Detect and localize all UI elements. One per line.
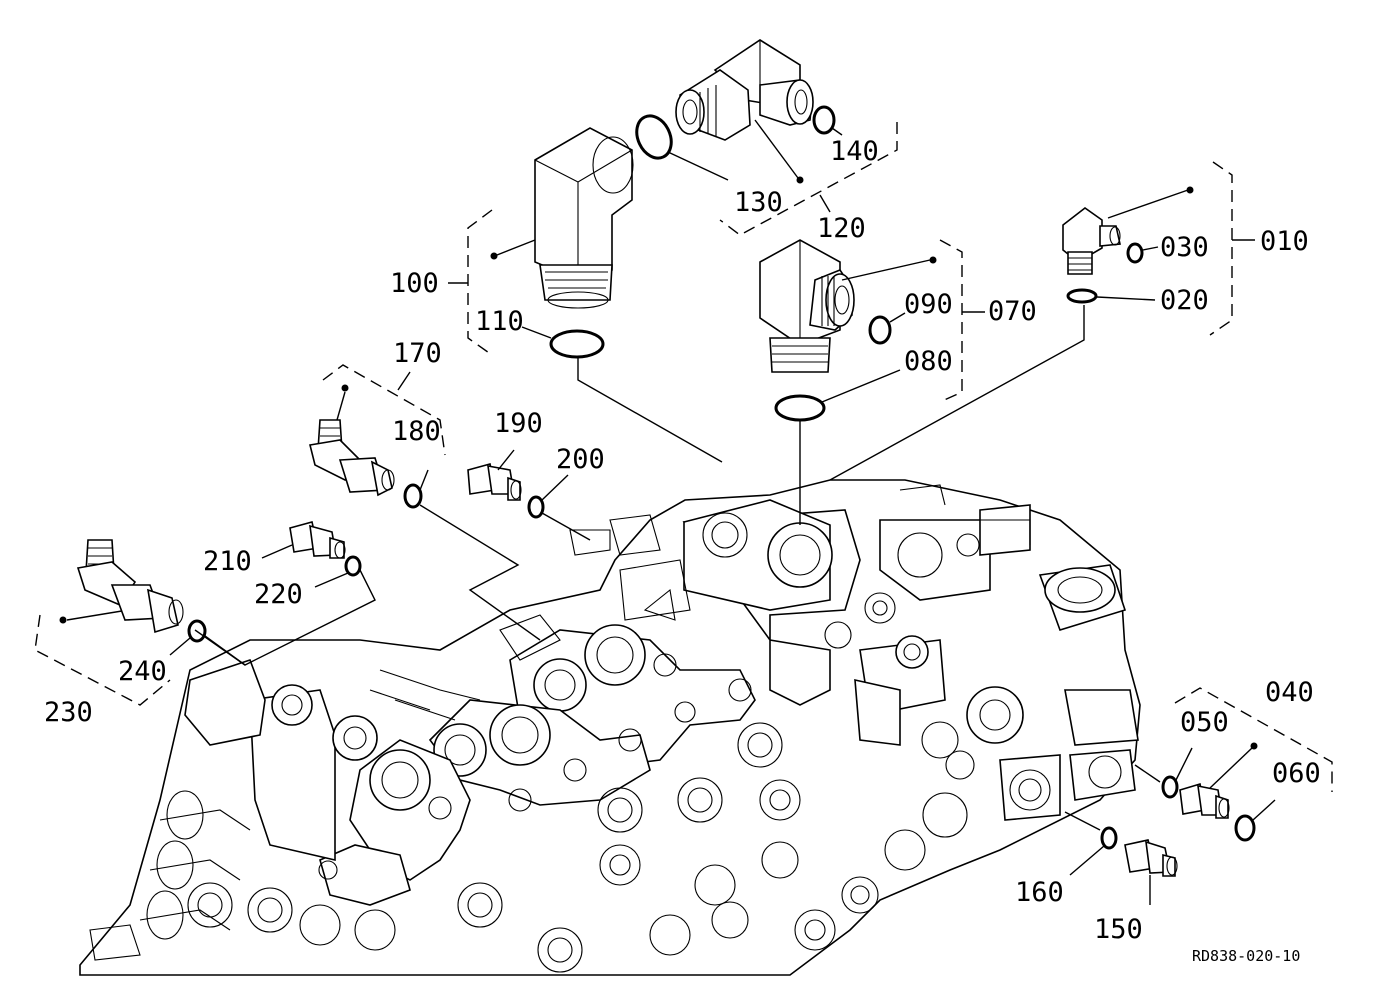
callout-150: 150 [1094,914,1143,945]
callout-070: 070 [988,296,1037,327]
part-group-100 [448,127,723,463]
callout-140: 140 [830,136,879,167]
callout-labels: 010 020 030 040 050 060 070 080 090 100 … [44,136,1321,945]
part-group-120 [635,39,898,236]
callout-030: 030 [1160,232,1209,263]
callout-200: 200 [556,444,605,475]
callout-180: 180 [392,416,441,447]
callout-020: 020 [1160,285,1209,316]
callout-120: 120 [817,213,866,244]
callout-230: 230 [44,697,93,728]
callout-220: 220 [254,579,303,610]
drawing-reference-code: RD838-020-10 [1192,947,1300,965]
part-group-230 [34,539,246,706]
part-group-170 [309,364,541,641]
callout-240: 240 [118,656,167,687]
callout-010: 010 [1260,226,1309,257]
callout-090: 090 [904,289,953,320]
callout-050: 050 [1180,707,1229,738]
callout-160: 160 [1015,877,1064,908]
callout-080: 080 [904,346,953,377]
part-150-160 [1064,811,1178,905]
callout-130: 130 [734,187,783,218]
callout-040: 040 [1265,677,1314,708]
part-group-040 [1134,687,1333,842]
callout-210: 210 [203,546,252,577]
part-group-010 [829,161,1255,481]
callout-100: 100 [390,268,439,299]
callout-110: 110 [475,306,524,337]
part-190-200 [467,449,591,541]
callout-190: 190 [494,408,543,439]
control-valve-body [79,479,1141,976]
part-group-070 [759,239,985,525]
callout-060: 060 [1272,758,1321,789]
callout-170: 170 [393,338,442,369]
